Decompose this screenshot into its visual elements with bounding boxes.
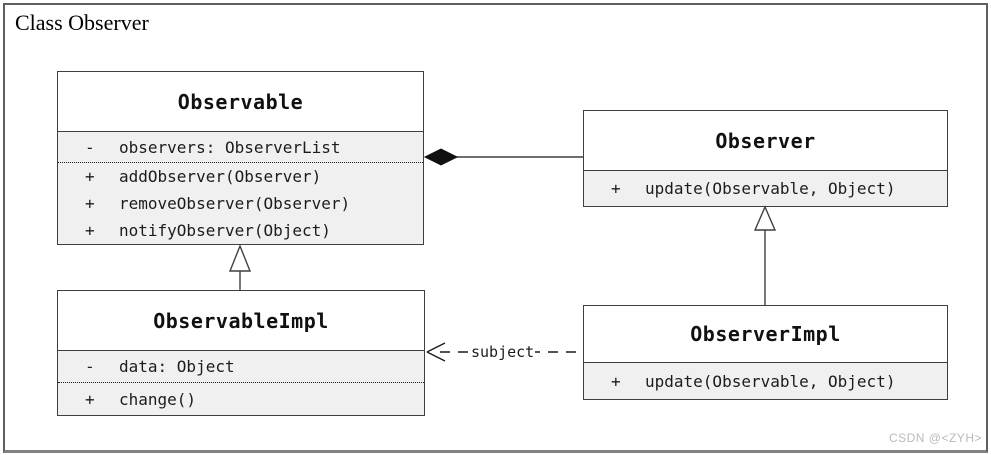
generalization-edge-observableimpl-observable [228,244,252,290]
watermark: CSDN @<ZYH> [888,431,982,445]
class-box-observableimpl: ObservableImpl - data: Object + change() [57,290,425,416]
class-box-observable: Observable - observers: ObserverList + a… [57,71,424,245]
visibility-marker: + [611,371,621,391]
method-row: + addObserver(Observer) [58,163,423,190]
methods-section-observer: + update(Observable, Object) [584,171,947,206]
class-name-observable: Observable [58,72,423,132]
method-text: update(Observable, Object) [645,371,896,391]
class-name-observableimpl: ObservableImpl [58,291,424,351]
attribute-text: observers: ObserverList [119,137,341,157]
hollow-triangle-icon [753,205,777,231]
method-row: + removeObserver(Observer) [58,190,423,217]
method-row: + notifyObserver(Object) [58,217,423,244]
visibility-marker: + [85,221,95,240]
method-row: + update(Observable, Object) [584,175,947,202]
attributes-section-observable: - observers: ObserverList [58,132,423,163]
class-name-observerimpl: ObserverImpl [584,306,947,363]
generalization-edge-observerimpl-observer [753,205,777,305]
attribute-row: - data: Object [58,353,424,380]
visibility-marker: - [85,357,95,376]
composition-edge-observable-observer [423,148,583,166]
class-name-observer: Observer [584,111,947,171]
visibility-marker: + [85,167,95,186]
method-row: + change() [58,386,424,413]
method-text: notifyObserver(Object) [119,221,331,240]
class-box-observerimpl: ObserverImpl + update(Observable, Object… [583,305,948,400]
attribute-text: data: Object [119,357,235,376]
dependency-edge-label: subject [470,343,536,361]
methods-section-observable: + addObserver(Observer) + removeObserver… [58,163,423,244]
methods-section-observerimpl: + update(Observable, Object) [584,363,947,399]
attribute-row: - observers: ObserverList [58,134,423,161]
method-text: removeObserver(Observer) [119,194,351,213]
composition-diamond-icon [423,148,459,166]
class-box-observer: Observer + update(Observable, Object) [583,110,948,207]
visibility-marker: + [611,179,621,198]
method-row: + update(Observable, Object) [584,368,947,395]
method-text: change() [119,389,197,409]
visibility-marker: + [85,194,95,213]
open-arrowhead-icon [426,351,446,362]
diagram-title: Class Observer [15,10,149,35]
visibility-marker: + [85,389,95,409]
visibility-marker: - [85,137,95,157]
open-arrowhead-icon [426,342,446,353]
hollow-triangle-icon [228,244,252,272]
methods-section-observableimpl: + change() [58,383,424,415]
method-text: addObserver(Observer) [119,167,322,186]
attributes-section-observableimpl: - data: Object [58,351,424,383]
method-text: update(Observable, Object) [645,179,896,198]
